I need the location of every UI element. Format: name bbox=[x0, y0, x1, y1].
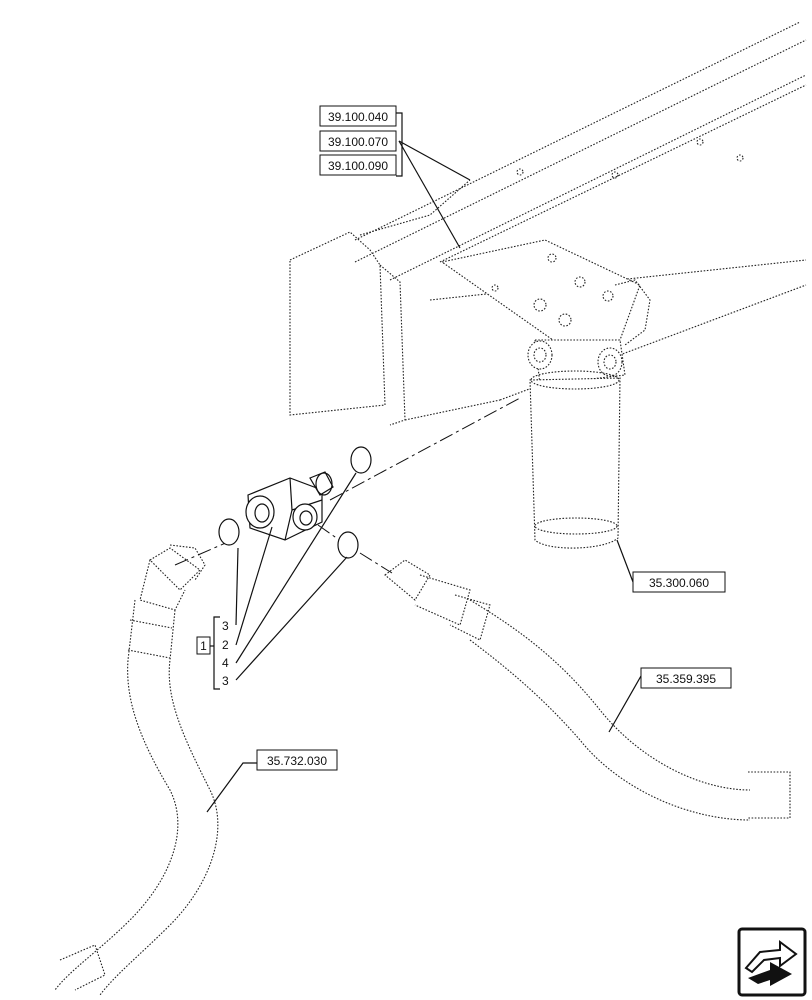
ref-text-35-300-060: 35.300.060 bbox=[649, 576, 709, 590]
hose-right bbox=[384, 559, 791, 821]
ref-text-39-100-040: 39.100.040 bbox=[328, 110, 388, 124]
filter-head bbox=[527, 339, 626, 386]
ref-text-39-100-090: 39.100.090 bbox=[328, 159, 388, 173]
ref-text-35-359-395: 35.359.395 bbox=[656, 672, 716, 686]
ref-label-39-100-040[interactable]: 39.100.040 bbox=[319, 105, 397, 127]
o-ring-left bbox=[218, 518, 240, 546]
ref-label-35-359-395[interactable]: 35.359.395 bbox=[640, 667, 732, 689]
hose-left bbox=[54, 544, 219, 996]
ref-label-35-732-030[interactable]: 35.732.030 bbox=[256, 749, 338, 771]
item-adapter[interactable]: 4 bbox=[222, 656, 229, 670]
filter-canister bbox=[529, 370, 621, 549]
ref-text-35-732-030: 35.732.030 bbox=[267, 754, 327, 768]
arrow-box-icon[interactable] bbox=[737, 927, 807, 997]
item-text-1: 1 bbox=[200, 639, 207, 653]
ref-label-39-100-070[interactable]: 39.100.070 bbox=[319, 130, 397, 152]
tee-fitting bbox=[245, 471, 334, 541]
item-fitting[interactable]: 2 bbox=[222, 638, 229, 652]
filter-bracket bbox=[440, 239, 651, 346]
item-seal-upper[interactable]: 3 bbox=[222, 619, 229, 633]
o-ring-upper bbox=[350, 446, 372, 474]
ref-text-39-100-070: 39.100.070 bbox=[328, 135, 388, 149]
item-group-1[interactable]: 1 bbox=[196, 636, 211, 655]
ref-group-39: 39.100.040 39.100.070 39.100.090 bbox=[319, 105, 403, 177]
o-ring-lower bbox=[337, 531, 359, 559]
item-seal-lower[interactable]: 3 bbox=[222, 674, 229, 688]
ref-label-35-300-060[interactable]: 35.300.060 bbox=[632, 571, 726, 593]
ref-label-39-100-090[interactable]: 39.100.090 bbox=[319, 154, 397, 176]
item-callouts: 1 3 2 4 3 bbox=[196, 616, 229, 690]
